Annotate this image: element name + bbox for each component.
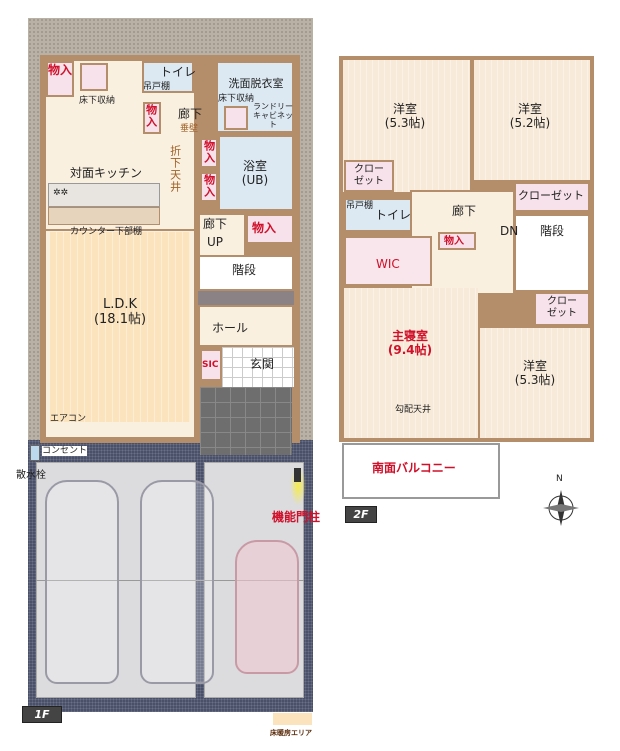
label-wic: WIC xyxy=(376,257,400,271)
compass-north: N xyxy=(556,474,563,484)
label-outlet: コンセント xyxy=(42,446,88,457)
label-stairs-2f: 階段 xyxy=(540,224,565,238)
label-toilet-2f: トイレ xyxy=(375,208,412,222)
label-stairs: 階段 xyxy=(232,263,257,277)
floor-1f-label: 1F xyxy=(22,706,62,723)
label-kitchen: 対面キッチン xyxy=(70,166,143,180)
western-room-3 xyxy=(480,328,590,438)
label-counter-shelf: カウンター下部棚 xyxy=(70,227,143,237)
label-storage-2f: 物入 xyxy=(444,236,464,247)
underfloor-hatch-2 xyxy=(224,106,248,130)
storage-hall-box xyxy=(143,102,161,134)
label-aircon: エアコン xyxy=(50,414,87,424)
label-toilet: トイレ xyxy=(160,65,197,79)
closet-3 xyxy=(534,292,590,326)
label-faucet: 散水栓 xyxy=(16,470,46,481)
label-gate-post: 機能門柱 xyxy=(272,510,321,524)
closet-1 xyxy=(344,160,394,192)
gate-post xyxy=(294,468,301,482)
storage-k1 xyxy=(200,138,218,168)
label-hanging-shelf: 吊戸棚 xyxy=(143,82,171,92)
label-sloped-ceiling: 勾配天井 xyxy=(395,405,432,415)
label-dn: DN xyxy=(500,224,519,238)
corridor-2 xyxy=(198,213,246,257)
faucet-box xyxy=(30,445,40,461)
label-hanging-shelf-2f: 吊戸棚 xyxy=(346,201,374,211)
master-bedroom xyxy=(344,288,478,438)
label-underfloor-storage-2: 床下収納 xyxy=(218,94,255,104)
legend-floor-heating: 床暖房エリア xyxy=(270,729,312,737)
counter-shelf xyxy=(48,207,160,225)
label-closet-3: クロー ゼット xyxy=(547,296,577,319)
storage-tl xyxy=(46,61,74,97)
label-storage-k1: 物入 xyxy=(202,140,216,164)
car-3 xyxy=(235,540,299,674)
hall xyxy=(198,305,294,347)
label-hall: ホール xyxy=(212,321,249,335)
label-balcony: 南面バルコニー xyxy=(372,461,456,475)
label-closet-2: クローゼット xyxy=(518,189,584,202)
car-1 xyxy=(45,480,119,684)
toilet-1f xyxy=(142,61,194,93)
closet-2 xyxy=(514,182,590,212)
shoe-shelf xyxy=(198,291,294,305)
label-western-3: 洋室 (5.3帖) xyxy=(514,359,556,387)
wic xyxy=(344,236,432,286)
label-bath: 浴室 (UB) xyxy=(241,159,269,187)
storage-2f xyxy=(438,232,476,250)
stairs-1f xyxy=(198,255,294,291)
balcony xyxy=(342,443,500,499)
label-corridor-2f: 廊下 xyxy=(452,204,477,218)
label-sic: SIC xyxy=(202,360,219,370)
label-storage-k2: 物入 xyxy=(202,174,216,198)
label-ldk: L.D.K (18.1帖) xyxy=(93,297,147,327)
label-up: UP xyxy=(207,235,224,249)
label-corridor-2: 廊下 xyxy=(203,217,228,231)
storage-k2 xyxy=(200,172,218,202)
label-corridor: 廊下 xyxy=(178,107,203,121)
entry-porch xyxy=(200,387,292,455)
western-room-2 xyxy=(474,60,590,180)
storage-stairs xyxy=(246,214,294,244)
underfloor-hatch xyxy=(80,63,108,91)
label-western-2: 洋室 (5.2帖) xyxy=(509,102,551,130)
sic xyxy=(200,349,222,381)
floor-2f-label: 2F xyxy=(345,506,377,523)
label-master: 主寝室 (9.4帖) xyxy=(387,329,433,357)
compass-icon: N xyxy=(538,474,584,528)
slab-joint xyxy=(36,580,304,581)
kitchen-counter: ✲✲ xyxy=(48,183,160,207)
label-lowered-ceiling: 折下天井 xyxy=(168,145,182,193)
label-laundry-cabinet: ランドリーキャビネット xyxy=(253,102,293,130)
stove-icon: ✲✲ xyxy=(53,188,69,198)
label-storage-stairs: 物入 xyxy=(252,221,277,235)
entrance xyxy=(222,347,294,387)
label-washroom: 洗面脱衣室 xyxy=(228,77,284,90)
label-entrance: 玄関 xyxy=(250,357,275,371)
legend-swatch xyxy=(273,713,312,725)
floor-heating-area xyxy=(50,232,190,422)
car-2 xyxy=(140,480,214,684)
label-storage-hall: 物入 xyxy=(144,104,158,128)
label-closet-1: クロー ゼット xyxy=(354,164,384,187)
toilet-2f xyxy=(344,198,412,232)
label-western-1: 洋室 (5.3帖) xyxy=(384,102,426,130)
bathroom xyxy=(218,135,294,211)
label-hanging-wall: 垂壁 xyxy=(180,124,199,134)
label-storage: 物入 xyxy=(47,63,72,77)
label-underfloor-storage: 床下収納 xyxy=(78,96,115,106)
stairs-2f xyxy=(514,214,590,292)
